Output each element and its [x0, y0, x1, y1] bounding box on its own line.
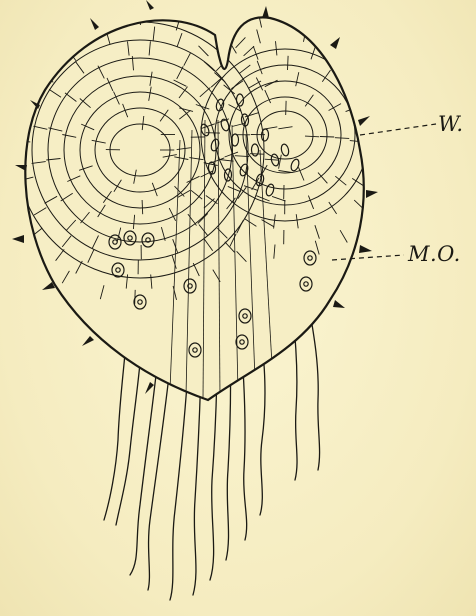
label-mo: M.O. [408, 242, 461, 266]
thallus-body [0, 0, 407, 400]
label-w: W. [438, 112, 464, 136]
leader-line-w [360, 124, 436, 135]
